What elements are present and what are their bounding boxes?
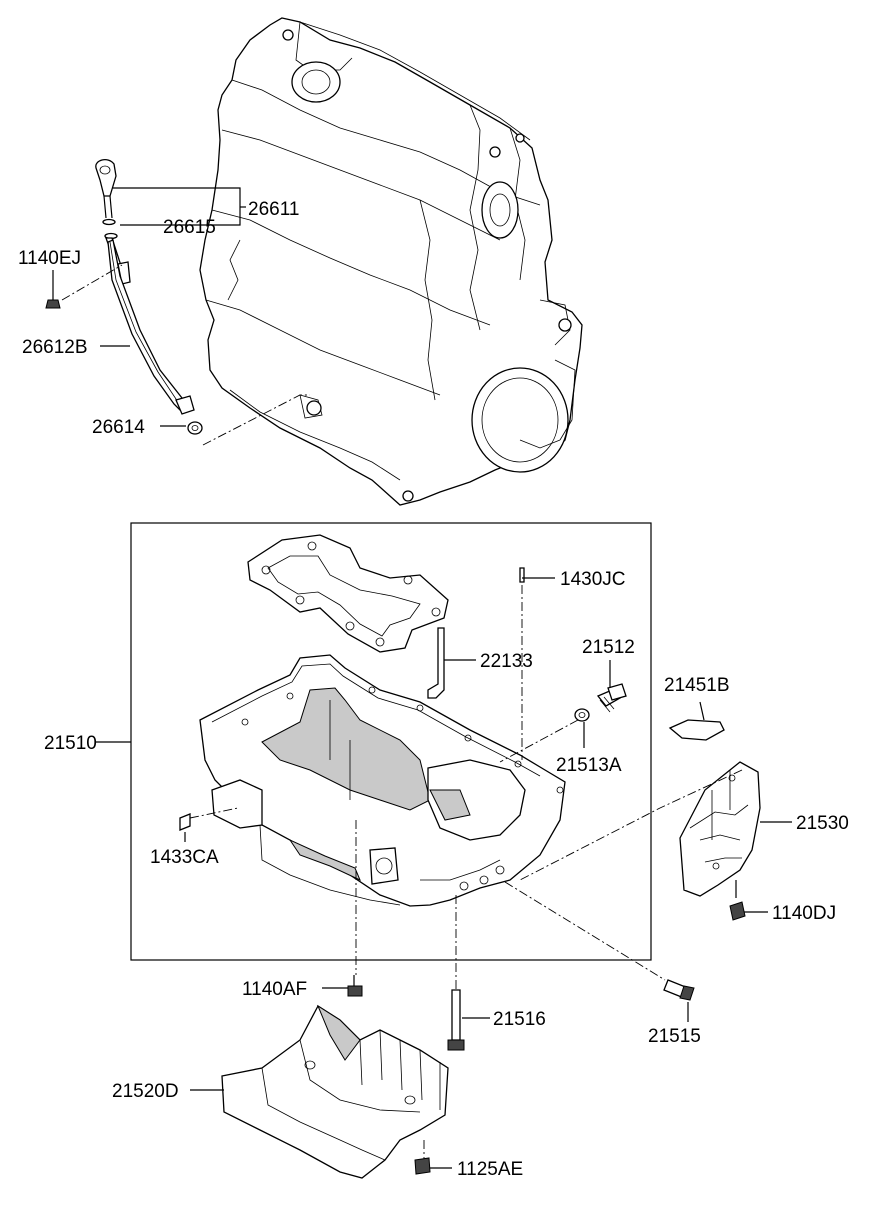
label-26614: 26614 <box>92 417 145 438</box>
under-cover-21520D <box>221 1004 449 1179</box>
oil-pan-gasket-illustration <box>247 534 449 653</box>
label-1140DJ: 1140DJ <box>772 903 836 924</box>
label-21530: 21530 <box>796 813 849 834</box>
oil-level-gauge-assembly <box>45 158 203 435</box>
oil-pan-illustration <box>199 654 566 907</box>
baffle-plate-21451B <box>668 719 725 741</box>
engine-block-illustration <box>199 17 583 506</box>
label-26612B: 26612B <box>22 337 88 358</box>
stiffener-bracket-21530 <box>679 761 761 897</box>
part-number-labels: 26611 26615 1140EJ 26612B 26614 1430JC 2… <box>18 199 849 1180</box>
label-21516: 21516 <box>493 1009 546 1030</box>
label-1140AF: 1140AF <box>242 979 307 1000</box>
label-21451B: 21451B <box>664 675 730 696</box>
label-21510: 21510 <box>44 733 97 754</box>
label-1140EJ: 1140EJ <box>18 248 81 269</box>
label-21512: 21512 <box>582 637 635 658</box>
lower-bolts <box>322 975 695 1051</box>
oil-pan-leaders <box>95 577 666 990</box>
label-1433CA: 1433CA <box>150 847 219 868</box>
label-1125AE: 1125AE <box>457 1159 523 1180</box>
label-26611: 26611 <box>248 199 299 220</box>
label-21515: 21515 <box>648 1026 701 1047</box>
label-1430JC: 1430JC <box>560 569 626 590</box>
label-22133: 22133 <box>480 651 533 672</box>
dipstick-leaders <box>52 187 310 446</box>
label-21513A: 21513A <box>556 755 622 776</box>
label-26615: 26615 <box>163 217 216 238</box>
small-parts <box>179 567 627 831</box>
label-21520D: 21520D <box>112 1081 179 1102</box>
